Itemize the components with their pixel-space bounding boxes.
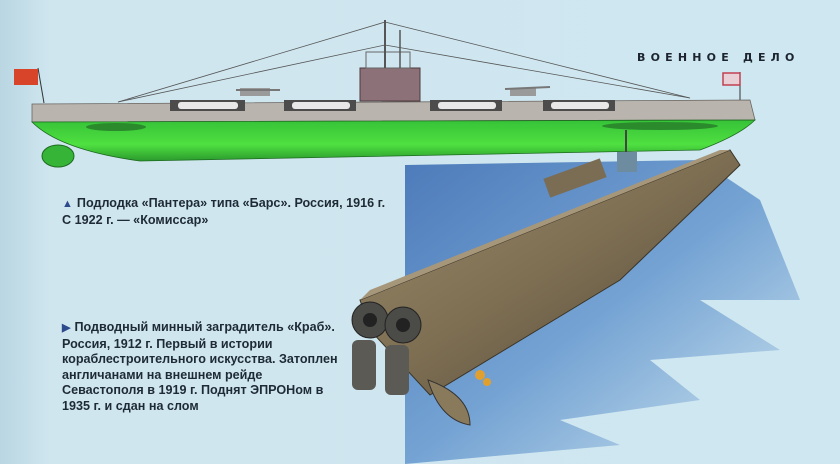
water-backdrop [405, 160, 800, 464]
caption-line: 1935 г. и сдан на слом [62, 398, 199, 413]
caption-pantera: ▲Подлодка «Пантера» типа «Барс». Россия,… [62, 196, 392, 228]
section-title: ВОЕННОЕ ДЕЛО [637, 51, 800, 64]
caption-line: Подводный минный заградитель «Краб». [74, 320, 335, 334]
caption-line: англичанами на внешнем рейде [62, 367, 263, 382]
caption-line: кораблестроительного искусства. Затоплен [62, 352, 338, 367]
bow-flag [722, 72, 741, 86]
caption-line: Севастополя в 1919 г. Поднят ЭПРОНом в [62, 383, 324, 398]
caption-line: С 1922 г. — «Комиссар» [62, 212, 209, 227]
caption-krab: ▶Подводный минный заградитель «Краб». Ро… [62, 320, 362, 415]
triangle-up-icon: ▲ [62, 198, 73, 210]
caption-line: Россия, 1912 г. Первый в истории [62, 336, 273, 351]
submarine-pantera [14, 20, 756, 168]
triangle-right-icon: ▶ [62, 322, 71, 334]
stern-flag [14, 69, 38, 85]
caption-line: Подлодка «Пантера» типа «Барс». Россия, … [76, 196, 386, 210]
minelayer-krab [351, 130, 741, 426]
